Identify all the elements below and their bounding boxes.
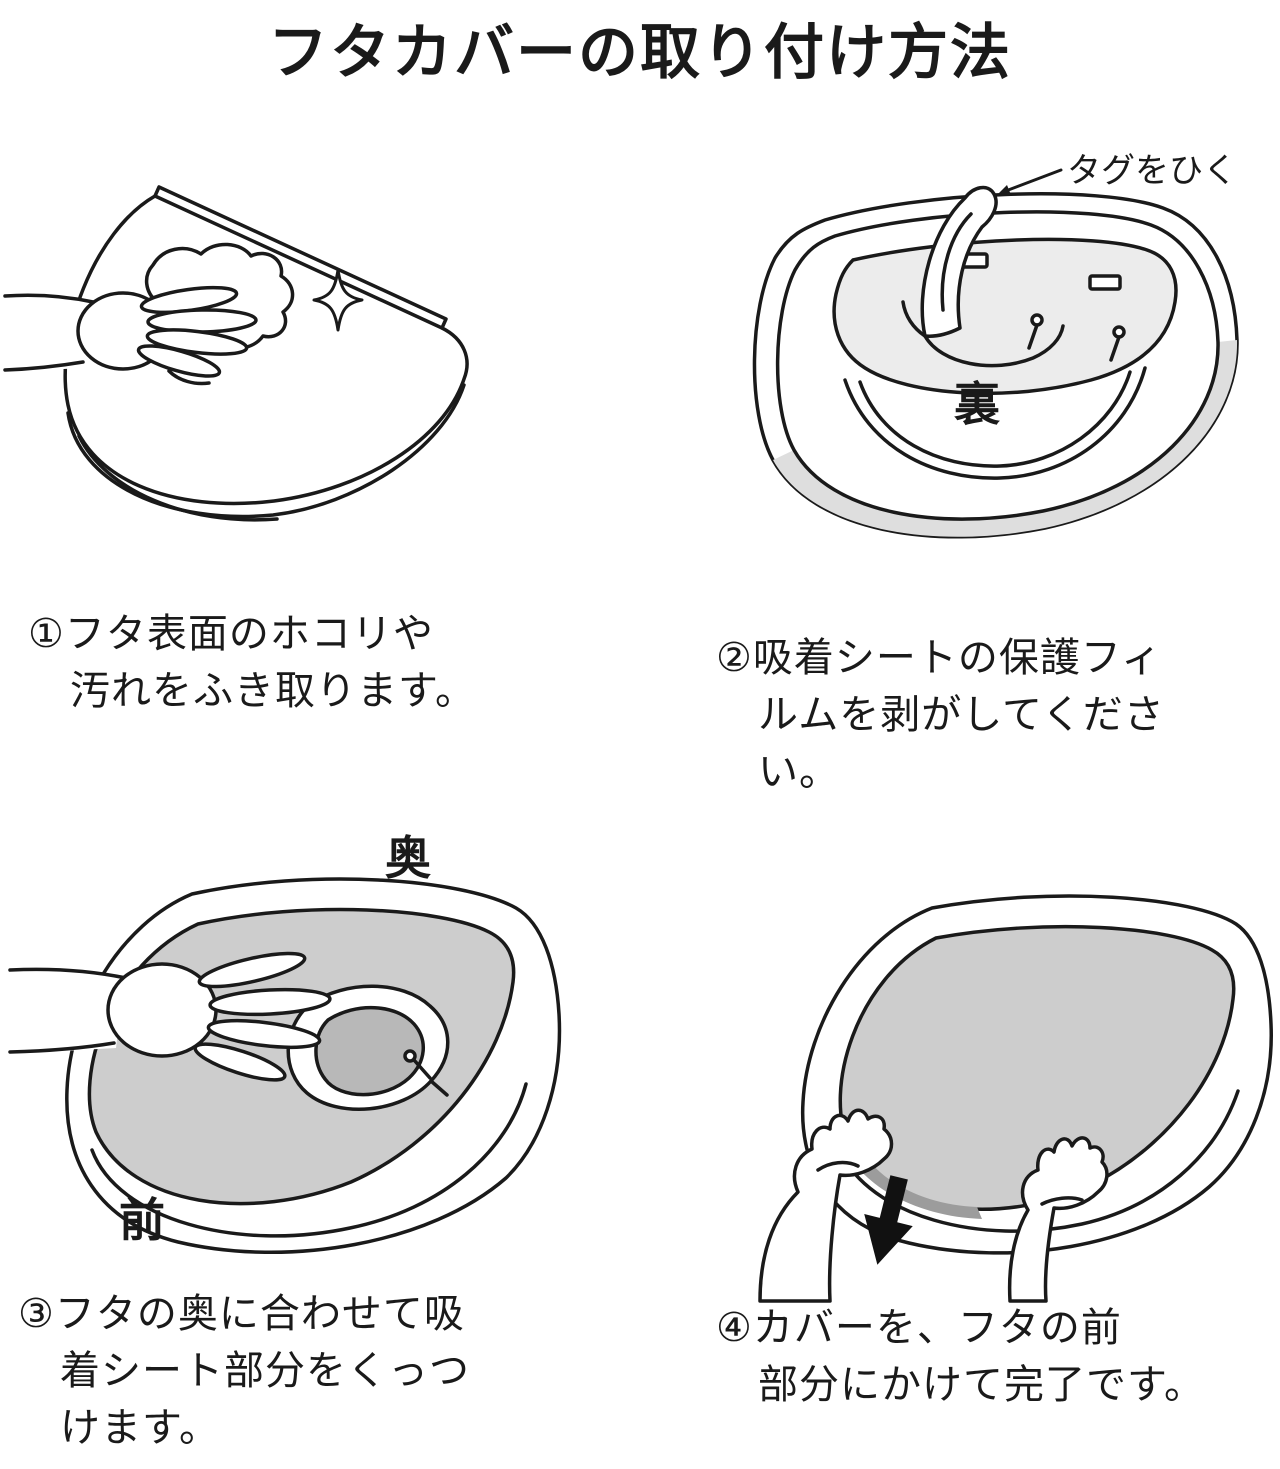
caption-line: 部分にかけて完了です。 bbox=[758, 1363, 1205, 1407]
protective-film-peeling bbox=[901, 185, 1065, 368]
finger bbox=[193, 1042, 287, 1082]
step4-caption: ④カバーを、フタの前 部分にかけて完了です。 bbox=[716, 1300, 1276, 1414]
hand-wiping bbox=[3, 285, 258, 378]
adhesive-sheet-flap bbox=[286, 984, 450, 1111]
lid-rim-line bbox=[90, 1082, 528, 1238]
caption-line: けます。 bbox=[60, 1406, 220, 1450]
sparkle-icon bbox=[312, 268, 364, 332]
seat-curve bbox=[843, 366, 1147, 480]
clip-notch bbox=[1088, 274, 1122, 291]
back-side-label: 裏 bbox=[954, 378, 1000, 430]
left-hand-gripping bbox=[758, 1108, 894, 1303]
fixing-pin bbox=[1109, 325, 1126, 362]
step2-caption: ②吸着シートの保護フィ ルムを剥がしてくださ い。 bbox=[716, 630, 1276, 801]
finger bbox=[136, 344, 222, 378]
tag-pointer bbox=[997, 168, 1063, 195]
fixing-pin bbox=[403, 1049, 417, 1063]
caption-line: 汚れをふき取ります。 bbox=[70, 669, 476, 713]
caption-line: ②吸着シートの保護フィ bbox=[716, 636, 1163, 680]
pull-down-arrow-icon bbox=[864, 1175, 913, 1265]
finger bbox=[206, 1018, 322, 1050]
illustration-peel-film: タグをひく 裏 bbox=[752, 152, 1239, 539]
lid-rim-line bbox=[66, 383, 466, 519]
step3-caption: ③フタの奥に合わせて吸 着シート部分をくっつ けます。 bbox=[18, 1286, 618, 1457]
caption-line: ③フタの奥に合わせて吸 bbox=[18, 1292, 465, 1336]
rim-shading bbox=[773, 340, 1238, 537]
caption-line: ①フタ表面のホコリや bbox=[28, 612, 434, 656]
illustration-wipe-lid bbox=[3, 185, 469, 522]
caption-line: ④カバーを、フタの前 bbox=[716, 1306, 1122, 1350]
step1-caption: ①フタ表面のホコリや 汚れをふき取ります。 bbox=[28, 606, 588, 720]
page-title: フタカバーの取り付け方法 bbox=[268, 19, 1012, 86]
illustration-hook-front bbox=[758, 894, 1273, 1303]
caption-line: 着シート部分をくっつ bbox=[60, 1349, 470, 1393]
caption-line: ルムを剥がしてくださ bbox=[758, 693, 1165, 737]
front-label: 前 bbox=[119, 1194, 165, 1246]
motion-line bbox=[167, 369, 211, 386]
lid-back-edge bbox=[153, 185, 448, 330]
finger bbox=[208, 987, 332, 1017]
right-hand-gripping bbox=[1007, 1136, 1109, 1303]
back-label: 奥 bbox=[385, 832, 431, 884]
tag-label: タグをひく bbox=[1067, 152, 1237, 190]
caption-line: い。 bbox=[758, 750, 840, 794]
lid-rim-line bbox=[838, 1089, 1240, 1233]
hand-pressing bbox=[8, 951, 332, 1082]
finger bbox=[197, 951, 307, 989]
lid-rim-line-2 bbox=[77, 434, 279, 522]
lid-cover bbox=[838, 924, 1236, 1212]
fixing-pin bbox=[1027, 313, 1044, 350]
illustration-attach-back: 奥 前 bbox=[8, 832, 562, 1255]
seat-curve-inner bbox=[858, 370, 1132, 468]
